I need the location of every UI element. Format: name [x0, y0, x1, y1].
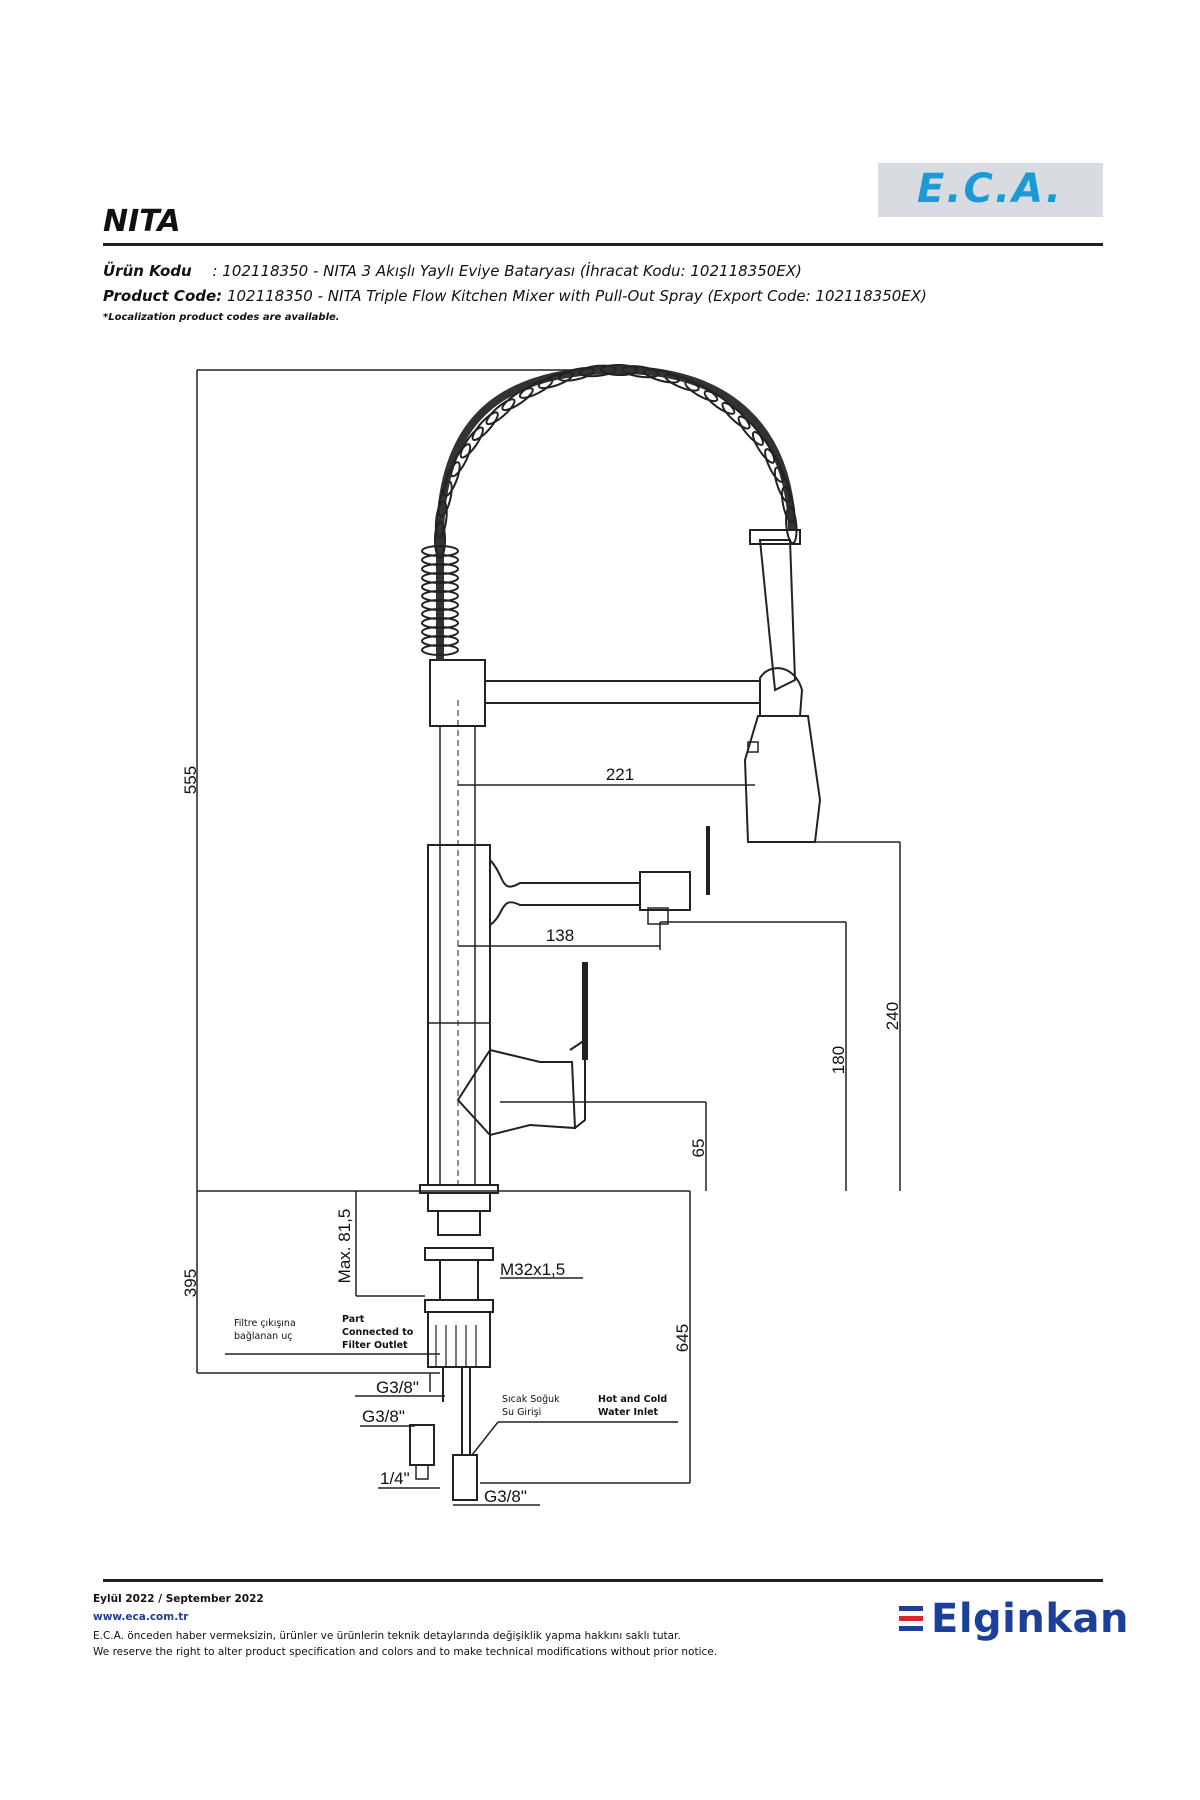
- eca-logo: E.C.A.: [878, 163, 1103, 217]
- spring-coil-ring: [664, 373, 700, 392]
- spring-coil-ring: [434, 500, 448, 539]
- base-neck: [437, 1210, 481, 1236]
- spring-coil-ring: [737, 415, 764, 446]
- filter-callout-tr-1: Filtre çıkışına: [234, 1318, 296, 1329]
- dim-max815-label: Max. 81,5: [335, 1209, 354, 1284]
- filter-outlet: [647, 907, 669, 925]
- spring-coil-ring: [703, 390, 736, 415]
- q14-label: 1/4": [380, 1469, 410, 1488]
- spring-coil-ring: [471, 411, 499, 441]
- filter-spout: [489, 857, 641, 927]
- filter-callout-en-2: Connected to: [342, 1327, 414, 1338]
- spray-hose-head: [758, 539, 797, 692]
- spring-coil-ring: [643, 368, 681, 384]
- water-callout-tr-1: Sıcak Soğuk: [502, 1394, 560, 1405]
- product-code-tr-value: : 102118350 - NITA 3 Akışlı Yaylı Eviye …: [212, 262, 802, 280]
- dim-240-label: 240: [883, 1002, 902, 1030]
- g38-b-label: G3/8": [362, 1407, 405, 1426]
- footer-disclaimer-tr: E.C.A. önceden haber vermeksizin, ürünle…: [93, 1630, 681, 1642]
- main-body: [427, 844, 491, 1186]
- spring-coil: [421, 363, 798, 656]
- product-code-tr-label: Ürün Kodu: [103, 262, 192, 280]
- product-code-en: Product Code: 102118350 - NITA Triple Fl…: [103, 287, 927, 305]
- spring-coil-ring: [459, 426, 484, 459]
- spring-coil-ring: [434, 521, 446, 559]
- hose-fitting-bottom: [452, 1454, 478, 1501]
- spring-coil-ring: [485, 398, 516, 426]
- nut-knurling: [435, 1325, 477, 1367]
- water-callout-tr-2: Su Girişi: [502, 1407, 541, 1418]
- m32-label: M32x1,5: [500, 1260, 565, 1279]
- page-title: NITA: [103, 204, 181, 239]
- footer-website-link[interactable]: www.eca.com.tr: [93, 1611, 189, 1623]
- product-code-en-label: Product Code:: [103, 287, 223, 305]
- header-rule: [103, 243, 1103, 246]
- lever-body: [456, 1048, 577, 1137]
- filter-adapter: [409, 1424, 435, 1466]
- spray-dock: [759, 667, 804, 717]
- spray-button: [747, 741, 759, 753]
- footer-rule: [103, 1579, 1103, 1582]
- g38-a-label: G3/8": [376, 1378, 419, 1397]
- pull-out-spray-head: [743, 715, 822, 843]
- filter-callout-en-1: Part: [342, 1314, 365, 1325]
- filter-callout-tr-2: bağlanan uç: [234, 1331, 292, 1342]
- water-callout-en-2: Water Inlet: [598, 1407, 659, 1418]
- elginkan-mark-icon: [899, 1606, 923, 1631]
- base-flange: [419, 1184, 499, 1194]
- spring-coil-ring: [578, 364, 617, 378]
- elginkan-wordmark: Elginkan: [931, 1596, 1129, 1642]
- dim-65-label: 65: [689, 1139, 708, 1158]
- spring-coil-ring: [621, 365, 660, 379]
- dim-221-label: 221: [606, 765, 634, 784]
- mount-washer: [424, 1247, 494, 1261]
- mount-nut-body: [427, 1311, 491, 1368]
- dim-180-label: 180: [829, 1046, 848, 1074]
- spring-coil-ring: [537, 371, 574, 390]
- spray-hose-ring: [749, 529, 801, 545]
- filter-adapter-tip: [415, 1464, 429, 1480]
- dim-555-label: 555: [181, 766, 200, 794]
- footer-disclaimer-en: We reserve the right to alter product sp…: [93, 1646, 718, 1658]
- footer-date: Eylül 2022 / September 2022: [93, 1593, 264, 1605]
- spring-coil-ring: [518, 378, 554, 399]
- localization-note: *Localization product codes are availabl…: [103, 312, 340, 323]
- spring-coil-ring: [501, 387, 534, 411]
- dim-138-label: 138: [546, 926, 574, 945]
- spring-base-collar: [429, 659, 486, 727]
- water-callout-leader-diag: [471, 1421, 499, 1456]
- filter-spout-head: [639, 871, 691, 911]
- spring-coil-ring: [600, 363, 639, 377]
- spring-coil-ring: [421, 545, 459, 557]
- spring-coil-ring: [450, 443, 472, 478]
- spring-coil-ring: [442, 461, 461, 497]
- spring-coil-ring: [437, 480, 453, 518]
- spring-coil-ring: [764, 448, 785, 483]
- spring-coil-ring: [684, 380, 719, 403]
- water-callout-en-1: Hot and Cold: [598, 1394, 667, 1405]
- spring-coil-core: [436, 365, 796, 660]
- filter-callout-en-3: Filter Outlet: [342, 1340, 408, 1351]
- spring-coil-ring: [557, 367, 595, 382]
- spring-coil-ring: [773, 466, 791, 503]
- eca-logo-text: E.C.A.: [917, 166, 1063, 212]
- product-code-en-value: 102118350 - NITA Triple Flow Kitchen Mix…: [222, 287, 927, 305]
- product-code-tr: Ürün Kodu : 102118350 - NITA 3 Akışlı Ya…: [103, 262, 802, 280]
- dim-645-label: 645: [673, 1324, 692, 1352]
- g38-c-label: G3/8": [484, 1487, 527, 1506]
- dim-395-label: 395: [181, 1269, 200, 1297]
- spring-coil-ring: [721, 401, 751, 430]
- mount-thread: [439, 1259, 479, 1301]
- base-ring: [427, 1192, 491, 1212]
- elginkan-logo: Elginkan: [897, 1596, 1128, 1645]
- spring-coil-ring: [781, 486, 796, 524]
- spring-coil-ring: [751, 431, 776, 464]
- lever-handle: [569, 1038, 586, 1129]
- spray-arm: [484, 680, 761, 704]
- mount-nut: [424, 1299, 494, 1313]
